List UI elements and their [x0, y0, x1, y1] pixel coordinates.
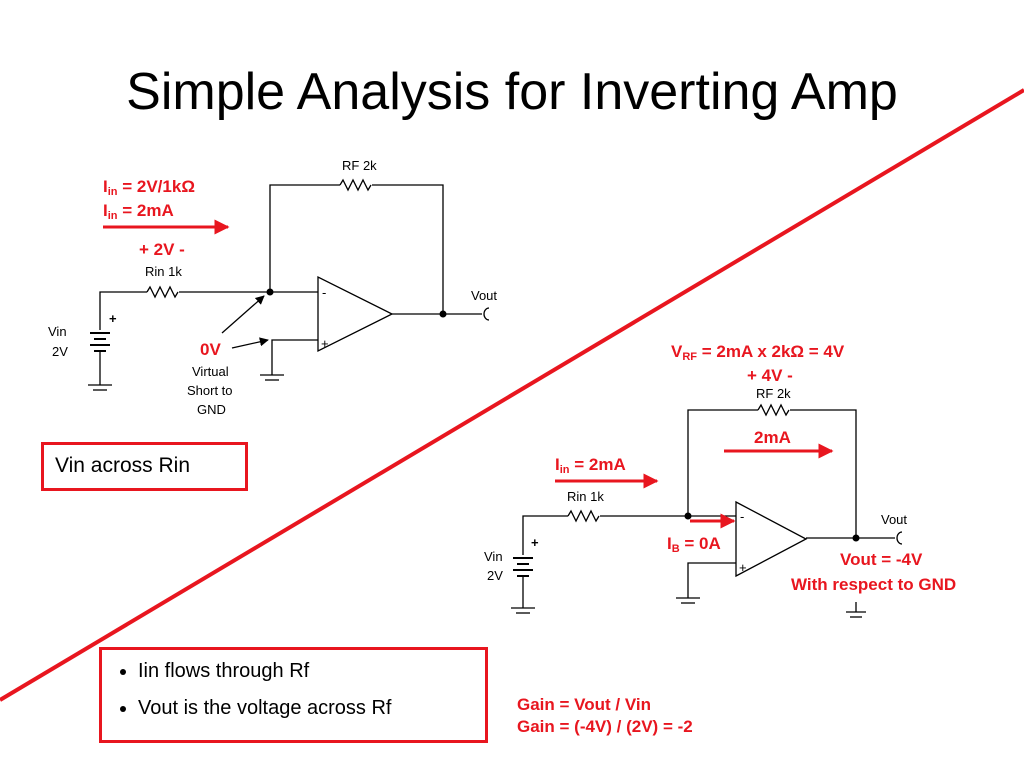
- c1-feedback-wire: [269, 184, 340, 292]
- gain-equations: Gain = Vout / Vin Gain = (-4V) / (2V) = …: [517, 694, 693, 738]
- note-box-vin-across-rin: Vin across Rin: [41, 442, 248, 491]
- gain-line-1: Gain = Vout / Vin: [517, 695, 651, 714]
- c2-feedback-wire: [687, 409, 758, 516]
- c2-node-inverting: [684, 512, 692, 520]
- c2-node-output: [852, 534, 860, 542]
- note-box-vin-text: Vin across Rin: [55, 454, 191, 477]
- bullet-list: Iin flows through Rf Vout is the voltage…: [102, 650, 485, 720]
- c1-vout-label: Vout: [471, 288, 497, 303]
- c2-rin-resistor: [567, 509, 600, 523]
- bullet-item: Vout is the voltage across Rf: [138, 697, 485, 720]
- c1-input-wire: [99, 291, 147, 330]
- c2-plus-wire: [687, 562, 736, 598]
- c1-rin-label: Rin 1k: [145, 264, 182, 279]
- c2-rf-current: 2mA: [754, 428, 791, 447]
- c2-iin-eq: Iin = 2mA: [555, 455, 626, 476]
- c1-iin-eq1: Iin = 2V/1kΩ: [103, 177, 195, 198]
- c1-virtual-line3: GND: [197, 402, 226, 417]
- page-title: Simple Analysis for Inverting Amp: [126, 63, 898, 121]
- c2-vin-value: 2V: [487, 568, 503, 583]
- circuit-1: [88, 178, 490, 391]
- c1-pointer-arrow-1: [221, 295, 265, 334]
- bullet-item: Iin flows through Rf: [138, 660, 485, 683]
- c1-vin-value: 2V: [52, 344, 68, 359]
- c2-feedback-wire-right: [790, 409, 857, 538]
- c1-pointer-arrow-2: [231, 337, 269, 349]
- c2-vout-ref: With respect to GND: [791, 575, 956, 594]
- c1-opamp-minus: -: [322, 285, 326, 300]
- c2-rin-label: Rin 1k: [567, 489, 604, 504]
- c2-ib-eq: IB = 0A: [667, 534, 721, 555]
- c2-opamp-plus: +: [739, 560, 747, 575]
- c2-opamp-minus: -: [740, 509, 744, 524]
- c2-input-wire: [522, 515, 568, 555]
- c1-node-output: [439, 310, 447, 318]
- c1-virtual-line1: Virtual: [192, 364, 229, 379]
- note-box-bullets: Iin flows through Rf Vout is the voltage…: [99, 647, 488, 743]
- c1-rf-resistor: [339, 178, 372, 192]
- c2-vrf-eq: VRF = 2mA x 2kΩ = 4V: [671, 342, 845, 363]
- c1-iin-eq2: Iin = 2mA: [103, 201, 174, 222]
- c1-rf-label: RF 2k: [342, 158, 377, 173]
- circuit-2: [511, 403, 903, 618]
- c1-vin-label: Vin: [48, 324, 67, 339]
- c2-rf-label: RF 2k: [756, 386, 791, 401]
- c2-vout-eq: Vout = -4V: [840, 550, 923, 569]
- c1-vrin-polarity: + 2V -: [139, 240, 185, 259]
- c2-vrf-polarity: + 4V -: [747, 366, 793, 385]
- c1-opamp-plus: +: [321, 336, 329, 351]
- c1-rin-resistor: [146, 285, 179, 299]
- c1-feedback-wire-right: [372, 184, 444, 314]
- c1-opamp: [317, 275, 394, 353]
- c1-zero-v: 0V: [200, 340, 221, 359]
- c1-vout-terminal: [483, 307, 490, 321]
- c1-battery-plus: +: [109, 311, 117, 326]
- c2-rf-resistor: [757, 403, 790, 417]
- c2-battery-plus: +: [531, 535, 539, 550]
- diagonal-divider: [0, 88, 1024, 702]
- c1-plus-wire: [271, 339, 318, 375]
- gain-line-2: Gain = (-4V) / (2V) = -2: [517, 717, 693, 736]
- c1-node-inverting: [266, 288, 274, 296]
- c2-opamp: [735, 500, 808, 578]
- c2-vin-label: Vin: [484, 549, 503, 564]
- c1-virtual-line2: Short to: [187, 383, 233, 398]
- c2-vout-label: Vout: [881, 512, 907, 527]
- c2-vout-terminal: [896, 531, 903, 545]
